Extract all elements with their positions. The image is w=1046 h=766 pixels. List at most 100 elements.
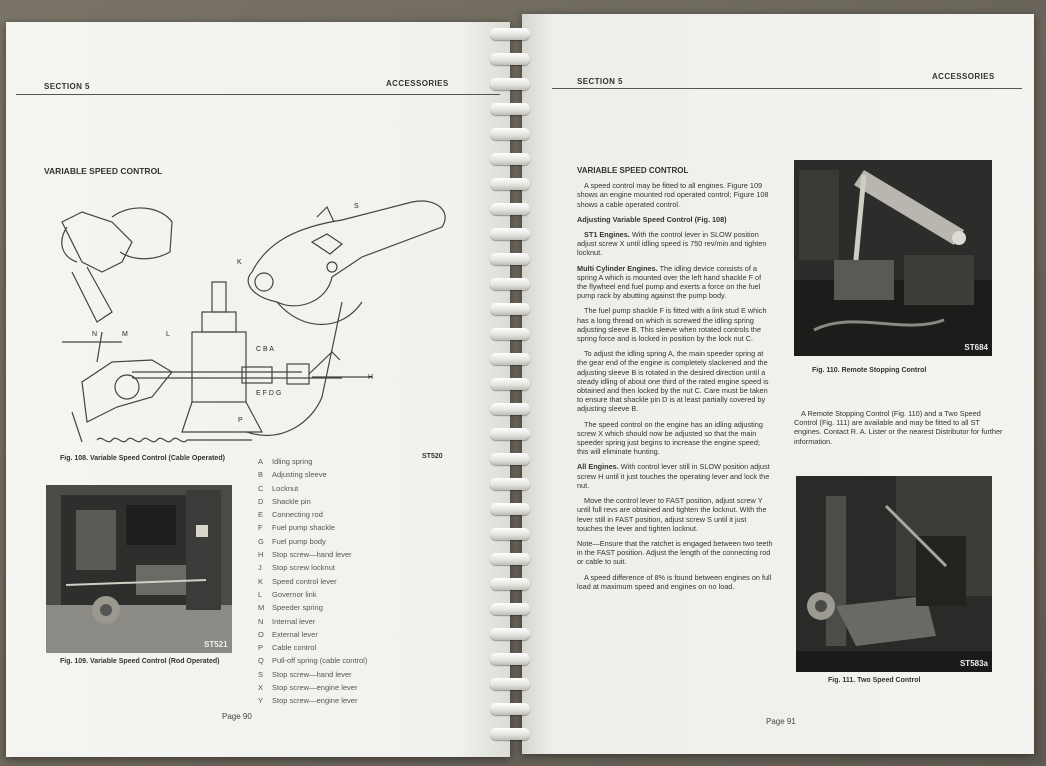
shackle-paragraph: The fuel pump shackle F is fitted with a… (577, 306, 767, 344)
legend-row: O External lever (258, 628, 498, 641)
spiral-coil (490, 228, 530, 240)
fig109-photo-image (46, 485, 232, 653)
remote-control-paragraph: A Remote Stopping Control (Fig. 110) and… (794, 409, 1003, 446)
fig109-photo: ST521 (46, 485, 232, 653)
legend-key: F (258, 523, 263, 533)
spiral-coil (490, 253, 530, 265)
spiral-coil (490, 703, 530, 715)
spiral-coil (490, 178, 530, 190)
legend-text: Stop screw—hand lever (272, 669, 352, 679)
legend-row: Y Stop screw—engine lever (258, 694, 498, 707)
right-page-number: Page 91 (766, 717, 796, 726)
legend-text: Speed control lever (272, 576, 337, 586)
diagram-label-n: N (92, 331, 98, 338)
legend-key: C (258, 483, 264, 493)
intro-paragraph: A speed control may be fitted to all eng… (577, 181, 769, 209)
fig109-caption: Fig. 109. Variable Speed Control (Rod Op… (60, 658, 220, 665)
right-body-text: VARIABLE SPEED CONTROL A speed control m… (577, 166, 773, 597)
legend-text: Stop screw—engine lever (272, 696, 358, 706)
spiral-coil (490, 53, 530, 65)
spiral-coil (490, 628, 530, 640)
legend-key: L (258, 589, 263, 599)
diagram-label-m: M (122, 331, 128, 338)
diagram-label-h: H (368, 374, 374, 381)
legend-text: Shackle pin (272, 496, 311, 506)
diagram-label-efdg: E F D G (256, 390, 282, 397)
legend-key: A (258, 457, 264, 466)
legend-text: Idling spring (272, 457, 313, 466)
spiral-coil (490, 553, 530, 565)
fig108-caption: Fig. 108. Variable Speed Control (Cable … (60, 455, 225, 462)
spiral-coil (490, 303, 530, 315)
legend-row: S Stop screw—hand lever (258, 668, 498, 681)
legend-key: S (258, 669, 264, 679)
legend-key: N (258, 616, 264, 626)
spiral-coil (490, 153, 530, 165)
diagram-label-l: L (166, 331, 170, 338)
fig111-photo: ST583a (796, 476, 992, 672)
spiral-coil (490, 478, 530, 490)
spiral-coil (490, 278, 530, 290)
legend-key: O (258, 629, 264, 639)
diagram-label-s: S (354, 203, 359, 210)
multi-lead: Multi Cylinder Engines. (577, 263, 658, 273)
fig109-tag: ST521 (204, 640, 228, 649)
spiral-coil (490, 728, 530, 740)
multi-paragraph: Multi Cylinder Engines. The idling devic… (577, 264, 773, 301)
spiral-coil (490, 653, 530, 665)
multi-text: The idling device consists of a spring A… (577, 263, 762, 301)
legend-text: Locknut (272, 483, 299, 493)
legend-text: Pull-off spring (cable control) (272, 656, 368, 666)
idling-paragraph: The speed control on the engine has an i… (577, 419, 763, 457)
legend-text: Internal lever (272, 616, 316, 626)
legend-key: D (258, 496, 264, 506)
left-page-number: Page 90 (222, 712, 252, 721)
legend-text: Governor link (272, 589, 317, 599)
right-section-label: SECTION 5 (577, 77, 623, 86)
spiral-coil (490, 128, 530, 140)
legend-row: K Speed control lever (258, 575, 498, 588)
adjust-paragraph: To adjust the idling spring A, the main … (577, 349, 769, 414)
legend-key: K (258, 576, 264, 586)
fig110-tag: ST684 (964, 343, 988, 352)
st1-text: With the control lever in SLOW position … (577, 230, 767, 258)
right-header-accessories: ACCESSORIES (932, 72, 995, 81)
spiral-coil (490, 103, 530, 115)
legend-text: Speeder spring (272, 603, 323, 613)
spiral-binding (486, 20, 534, 760)
legend-row: N Internal lever (258, 615, 498, 628)
note-paragraph: Note—Ensure that the ratchet is engaged … (577, 538, 773, 567)
difference-paragraph: A speed difference of 8% is found betwee… (577, 572, 772, 591)
legend-text: External lever (272, 629, 318, 639)
legend-key: Q (258, 656, 264, 666)
right-page-title: VARIABLE SPEED CONTROL (577, 166, 689, 175)
diagram-label-cba: C B A (256, 346, 274, 353)
spiral-coil (490, 428, 530, 440)
diagram-label-p: P (238, 417, 243, 424)
legend-key: X (258, 683, 264, 693)
right-header-rule (552, 88, 1022, 89)
all-engines-paragraph: All Engines. With control lever still in… (577, 462, 773, 490)
legend-text: Stop screw—hand lever (272, 550, 352, 560)
left-header-rule (16, 94, 500, 95)
legend-row: A Idling spring (258, 455, 498, 468)
spiral-coil (490, 453, 530, 465)
legend-row: D Shackle pin (258, 495, 498, 508)
fig110-caption: Fig. 110. Remote Stopping Control (812, 367, 927, 374)
legend-text: Cable control (272, 643, 317, 653)
left-section-label: SECTION 5 (44, 82, 90, 91)
spiral-coil (490, 28, 530, 40)
legend-key: E (258, 510, 264, 520)
legend-key: B (258, 470, 264, 480)
diagram-label-k: K (237, 259, 242, 266)
st1-lead: ST1 Engines. (584, 230, 630, 240)
legend-key: J (258, 563, 262, 573)
spiral-coil (490, 203, 530, 215)
legend-key: Y (258, 696, 264, 706)
